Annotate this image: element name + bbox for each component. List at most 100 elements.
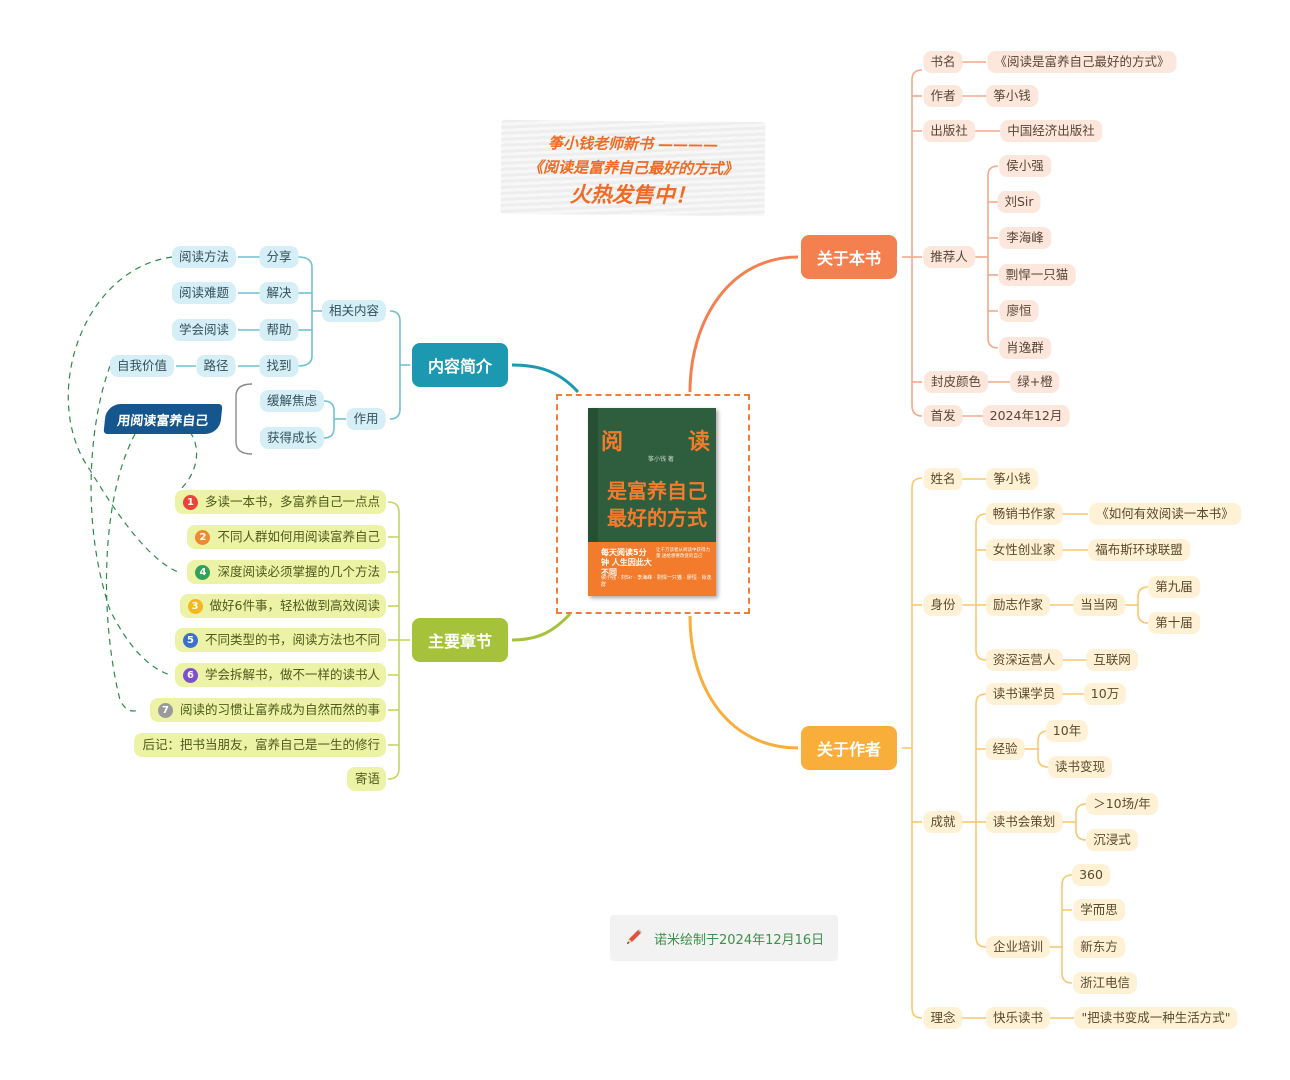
identity-bestseller-value[interactable]: 《如何有效阅读一本书》 bbox=[1089, 503, 1241, 525]
related-obj-3[interactable]: 学会阅读 bbox=[171, 319, 237, 341]
recommender-3[interactable]: 李海峰 bbox=[999, 227, 1051, 249]
achieve-students-value[interactable]: 10万 bbox=[1083, 683, 1127, 705]
effect-2[interactable]: 获得成长 bbox=[259, 427, 325, 449]
banner-line-2: 《阅读是富养自己最好的方式》 bbox=[527, 158, 739, 178]
topic-main-chapters[interactable]: 主要章节 bbox=[411, 618, 509, 662]
book-publisher-value[interactable]: 中国经济出版社 bbox=[1000, 120, 1102, 142]
identity-ops-value[interactable]: 互联网 bbox=[1086, 649, 1138, 671]
identity-inspire-label[interactable]: 励志作家 bbox=[985, 594, 1051, 616]
chapter-item[interactable]: 2 不同人群如何用阅读富养自己 bbox=[187, 525, 386, 549]
idea-value[interactable]: "把读书变成一种生活方式" bbox=[1074, 1007, 1238, 1029]
topic-content-intro[interactable]: 内容简介 bbox=[411, 343, 509, 387]
chapter-title: 深度阅读必须掌握的几个方法 bbox=[217, 564, 380, 579]
book-name-value[interactable]: 《阅读是富养自己最好的方式》 bbox=[987, 51, 1177, 73]
recommender-6[interactable]: 肖逸群 bbox=[999, 337, 1051, 359]
cover-char-right: 读 bbox=[687, 430, 710, 455]
identity-ops-label[interactable]: 资深运营人 bbox=[985, 649, 1063, 671]
club-value-2[interactable]: 沉浸式 bbox=[1086, 829, 1138, 851]
corp-value-3[interactable]: 新东方 bbox=[1073, 936, 1125, 958]
identity-inspire-value[interactable]: 当当网 bbox=[1073, 594, 1125, 616]
chapter-number-badge: 2 bbox=[195, 529, 211, 545]
recommender-5[interactable]: 廖恒 bbox=[999, 300, 1039, 322]
effect-1[interactable]: 缓解焦虑 bbox=[259, 390, 325, 412]
book-author-label[interactable]: 作者 bbox=[923, 85, 963, 107]
book-name-label[interactable]: 书名 bbox=[923, 51, 963, 73]
banner-line-1: 筝小钱老师新书 ———— bbox=[548, 134, 719, 154]
chapter-title: 做好6件事，轻松做到高效阅读 bbox=[209, 598, 380, 613]
banner-line-3: 火热发售中！ bbox=[569, 182, 696, 208]
pencil-icon bbox=[622, 927, 644, 949]
inspire-sub-1[interactable]: 第九届 bbox=[1148, 576, 1200, 598]
topic-about-author[interactable]: 关于作者 bbox=[800, 726, 898, 770]
corp-value-2[interactable]: 学而思 bbox=[1073, 899, 1125, 921]
author-identity-label[interactable]: 身份 bbox=[923, 594, 963, 616]
cover-char-left: 阅 bbox=[601, 430, 624, 455]
identity-female-value[interactable]: 福布斯环球联盟 bbox=[1088, 539, 1190, 561]
identity-female-label[interactable]: 女性创业家 bbox=[985, 539, 1063, 561]
author-idea-label[interactable]: 理念 bbox=[923, 1007, 963, 1029]
exp-value-2[interactable]: 读书变现 bbox=[1047, 756, 1113, 778]
book-cover-image: 阅 读 筝小钱 著 是富养自己最好的方式 每天阅读5分钟 人生因此大不同 让千万… bbox=[588, 408, 716, 596]
book-recommenders-label[interactable]: 推荐人 bbox=[923, 246, 975, 268]
related-obj-4b[interactable]: 自我价值 bbox=[109, 355, 175, 377]
achieve-corp-label[interactable]: 企业培训 bbox=[985, 936, 1051, 958]
identity-bestseller-label[interactable]: 畅销书作家 bbox=[985, 503, 1063, 525]
recommender-2[interactable]: 刘Sir bbox=[997, 191, 1041, 213]
author-credit: 诺米绘制于2024年12月16日 bbox=[610, 915, 838, 961]
related-verb-2[interactable]: 解决 bbox=[259, 282, 299, 304]
book-premiere-value[interactable]: 2024年12月 bbox=[982, 405, 1070, 427]
chapter-number-badge: 7 bbox=[157, 702, 173, 718]
chapter-title: 不同类型的书，阅读方法也不同 bbox=[204, 632, 380, 647]
achieve-students-label[interactable]: 读书课学员 bbox=[985, 683, 1063, 705]
author-name-label[interactable]: 姓名 bbox=[923, 468, 963, 490]
cover-small-text: 让千万读者从阅读中获得力量 送给想要改变的自己 bbox=[656, 548, 710, 559]
recommender-4[interactable]: 剽悍一只猫 bbox=[998, 264, 1076, 286]
corp-value-4[interactable]: 浙江电信 bbox=[1072, 972, 1138, 994]
achieve-club-label[interactable]: 读书会策划 bbox=[985, 811, 1063, 833]
intro-related-label[interactable]: 相关内容 bbox=[321, 300, 387, 322]
author-achieve-label[interactable]: 成就 bbox=[923, 811, 963, 833]
summary-tag[interactable]: 用阅读富养自己 bbox=[103, 404, 223, 434]
credit-text: 诺米绘制于2024年12月16日 bbox=[654, 932, 825, 948]
chapter-title: 后记：把书当朋友，富养自己是一生的修行 bbox=[142, 737, 380, 752]
related-obj-2[interactable]: 阅读难题 bbox=[171, 282, 237, 304]
chapter-item[interactable]: 后记：把书当朋友，富养自己是一生的修行 bbox=[134, 733, 386, 757]
related-verb-1[interactable]: 分享 bbox=[259, 246, 299, 268]
related-obj-4[interactable]: 路径 bbox=[196, 355, 236, 377]
corp-value-1[interactable]: 360 bbox=[1072, 864, 1110, 886]
chapter-item[interactable]: 7 阅读的习惯让富养成为自然而然的事 bbox=[149, 698, 386, 722]
related-verb-4[interactable]: 找到 bbox=[259, 355, 299, 377]
chapter-number-badge: 5 bbox=[182, 632, 198, 648]
chapter-item[interactable]: 寄语 bbox=[346, 767, 386, 791]
promo-banner: 筝小钱老师新书 ———— 《阅读是富养自己最好的方式》 火热发售中！ bbox=[500, 119, 766, 217]
book-publisher-label[interactable]: 出版社 bbox=[923, 120, 975, 142]
topic-about-book[interactable]: 关于本书 bbox=[800, 235, 898, 279]
book-premiere-label[interactable]: 首发 bbox=[923, 405, 963, 427]
chapter-title: 多读一本书，多富养自己一点点 bbox=[204, 494, 380, 509]
cover-title: 是富养自己最好的方式 bbox=[607, 479, 707, 530]
idea-key[interactable]: 快乐读书 bbox=[985, 1007, 1051, 1029]
book-cover-color-label[interactable]: 封皮颜色 bbox=[923, 371, 989, 393]
chapter-number-badge: 6 bbox=[182, 667, 198, 683]
intro-effect-label[interactable]: 作用 bbox=[346, 408, 386, 430]
chapter-item[interactable]: 5 不同类型的书，阅读方法也不同 bbox=[174, 628, 386, 652]
book-cover-color-value[interactable]: 绿+橙 bbox=[1010, 371, 1060, 393]
achieve-exp-label[interactable]: 经验 bbox=[985, 738, 1025, 760]
exp-value-1[interactable]: 10年 bbox=[1045, 720, 1089, 742]
related-obj-1[interactable]: 阅读方法 bbox=[171, 246, 237, 268]
author-name-value[interactable]: 筝小钱 bbox=[986, 468, 1038, 490]
inspire-sub-2[interactable]: 第十届 bbox=[1148, 612, 1200, 634]
recommender-1[interactable]: 侯小强 bbox=[999, 155, 1051, 177]
chapter-title: 阅读的习惯让富养成为自然而然的事 bbox=[179, 702, 380, 717]
related-verb-3[interactable]: 帮助 bbox=[259, 319, 299, 341]
central-topic-frame[interactable] bbox=[556, 394, 750, 614]
book-author-value[interactable]: 筝小钱 bbox=[986, 85, 1038, 107]
chapter-title: 不同人群如何用阅读富养自己 bbox=[217, 529, 380, 544]
cover-tagline: 每天阅读5分钟 人生因此大不同 bbox=[601, 548, 652, 577]
cover-author: 筝小钱 著 bbox=[648, 456, 674, 463]
club-value-1[interactable]: ＞10场/年 bbox=[1086, 793, 1158, 815]
